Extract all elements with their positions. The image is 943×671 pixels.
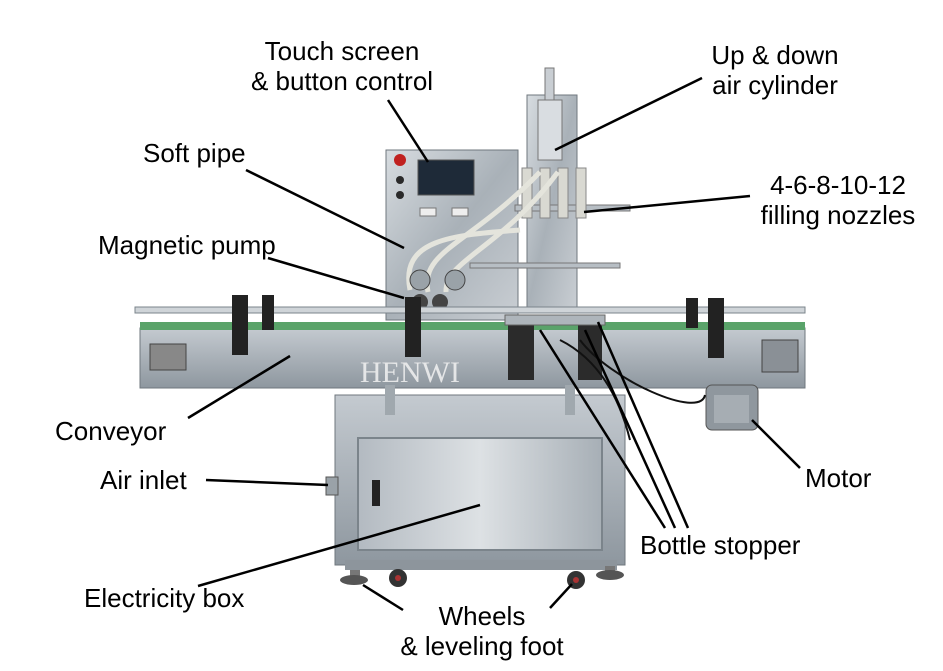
label-touch-screen-line-1: Touch screen [264, 36, 420, 66]
label-filling-nozzles-line-1: 4-6-8-10-12 [770, 170, 906, 200]
label-wheels: Wheels & leveling foot [382, 601, 582, 661]
cables [559, 339, 706, 441]
label-motor: Motor [805, 463, 872, 493]
label-electricity-box: Electricity box [84, 583, 245, 613]
label-touch-screen-line-2: & button control [250, 66, 434, 96]
label-filling-nozzles: 4-6-8-10-12 filling nozzles [738, 170, 938, 230]
label-air-cylinder-line-1: Up & down [711, 40, 839, 70]
motor [705, 384, 759, 431]
filling-head [469, 67, 631, 311]
watermark: HENWI [360, 356, 460, 389]
label-conveyor: Conveyor [55, 416, 167, 446]
frame-post-left [385, 385, 395, 415]
label-wheels-line-2: & leveling foot [400, 631, 564, 661]
label-touch-screen: Touch screen & button control [232, 36, 452, 96]
label-air-inlet: Air inlet [100, 465, 187, 495]
label-wheels-line-1: Wheels [438, 601, 526, 631]
label-magnetic-pump: Magnetic pump [98, 230, 276, 260]
cabinet [334, 394, 626, 570]
leader-lines [187, 76, 801, 612]
conveyor-unit [134, 295, 806, 389]
label-soft-pipe: Soft pipe [143, 138, 246, 168]
label-bottle-stopper: Bottle stopper [640, 530, 801, 560]
label-air-cylinder: Up & down air cylinder [690, 40, 860, 100]
frame-post-right [565, 385, 575, 415]
label-air-cylinder-line-2: air cylinder [712, 70, 838, 100]
label-filling-nozzles-line-2: filling nozzles [760, 200, 916, 230]
